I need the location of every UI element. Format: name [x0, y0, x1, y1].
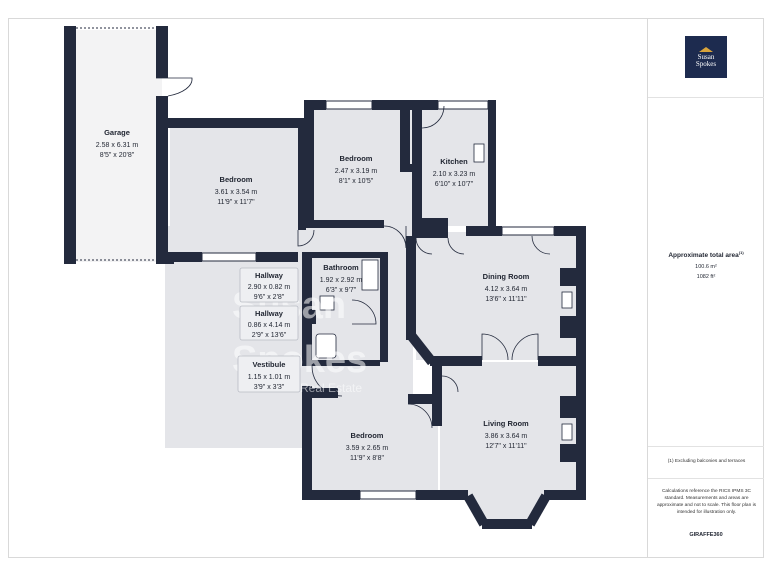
windows — [201, 100, 555, 500]
kitchen-name: Kitchen — [440, 157, 468, 166]
garage-imperial: 8'5" x 20'8" — [100, 152, 135, 159]
bedroom1-name: Bedroom — [220, 175, 253, 184]
logo-line1: Susan — [697, 52, 715, 61]
hallway1-name: Hallway — [255, 271, 284, 280]
garage-floor — [70, 30, 162, 262]
area-imperial: 1082 ft² — [696, 274, 716, 280]
bathroom-imperial: 6'3" x 9'7" — [326, 287, 357, 294]
footnote: (1) Excluding balconies and terraces — [667, 459, 746, 464]
divider-1 — [648, 446, 764, 447]
angled-walls — [406, 330, 551, 529]
bedroom3-imperial: 11'9" x 8'8" — [350, 455, 384, 462]
bedroom3-metric: 3.59 x 2.65 m — [346, 445, 389, 452]
logo-line2: Spokes — [695, 59, 717, 68]
hallway2-metric: 0.86 x 4.14 m — [248, 322, 291, 329]
brand-credit: GIRAFFE360 — [689, 532, 723, 538]
bedroom3-name: Bedroom — [351, 431, 384, 440]
bay-window-floor — [466, 494, 548, 522]
bedroom2-imperial: 8'1" x 10'5" — [339, 178, 374, 185]
logo-section: Susan Spokes — [648, 18, 764, 98]
vestibule-metric: 1.15 x 1.01 m — [248, 374, 291, 381]
living-floor — [440, 362, 580, 494]
kitchen-floor — [416, 108, 492, 226]
dining-name: Dining Room — [483, 272, 530, 281]
disclaimer: Calculations reference the RICS IPMS 3C … — [656, 489, 757, 515]
brand-logo: Susan Spokes — [685, 36, 727, 78]
fixtures — [315, 143, 573, 441]
small-room-label-boxes — [237, 267, 301, 393]
bedroom2-floor — [308, 108, 412, 226]
living-name: Living Room — [483, 419, 529, 428]
vestibule-name: Vestibule — [253, 360, 286, 369]
hallway1-metric: 2.90 x 0.82 m — [248, 284, 291, 291]
dining-metric: 4.12 x 3.64 m — [485, 286, 528, 293]
area-title: Approximate total area(1) — [648, 250, 764, 259]
info-sidebar: Susan Spokes Approximate total area(1) 1… — [647, 18, 764, 558]
area-title-sup: (1) — [738, 250, 744, 255]
dining-imperial: 13'6" x 11'11" — [485, 296, 527, 303]
hallway1-imperial: 9'6" x 2'8" — [254, 294, 285, 301]
divider-2 — [648, 478, 764, 479]
garage-name: Garage — [104, 128, 130, 137]
bedroom1-metric: 3.61 x 3.54 m — [215, 189, 258, 196]
watermark-line3: Real Estate — [300, 381, 362, 395]
dining-floor — [416, 232, 580, 360]
hallway2-imperial: 2'9" x 13'6" — [252, 332, 287, 339]
garage-metric: 2.58 x 6.31 m — [96, 142, 139, 149]
kitchen-metric: 2.10 x 3.23 m — [433, 171, 476, 178]
bedroom2-metric: 2.47 x 3.19 m — [335, 168, 378, 175]
bedroom2-name: Bedroom — [340, 154, 373, 163]
bedroom3-floor — [310, 398, 438, 494]
vestibule-imperial: 3'9" x 3'3" — [254, 384, 285, 391]
door-swings — [156, 77, 551, 429]
bathroom-metric: 1.92 x 2.92 m — [320, 277, 363, 284]
area-title-text: Approximate total area — [668, 252, 739, 260]
area-metric: 100.6 m² — [695, 264, 717, 270]
kitchen-imperial: 6'10" x 10'7" — [435, 181, 474, 188]
bathroom-name: Bathroom — [323, 263, 359, 272]
hallway2-name: Hallway — [255, 309, 284, 318]
bedroom1-imperial: 11'9" x 11'7" — [217, 199, 255, 206]
walls — [64, 26, 586, 500]
house-roof-icon — [699, 46, 713, 52]
living-metric: 3.86 x 3.64 m — [485, 433, 528, 440]
living-imperial: 12'7" x 11'11" — [485, 443, 527, 450]
